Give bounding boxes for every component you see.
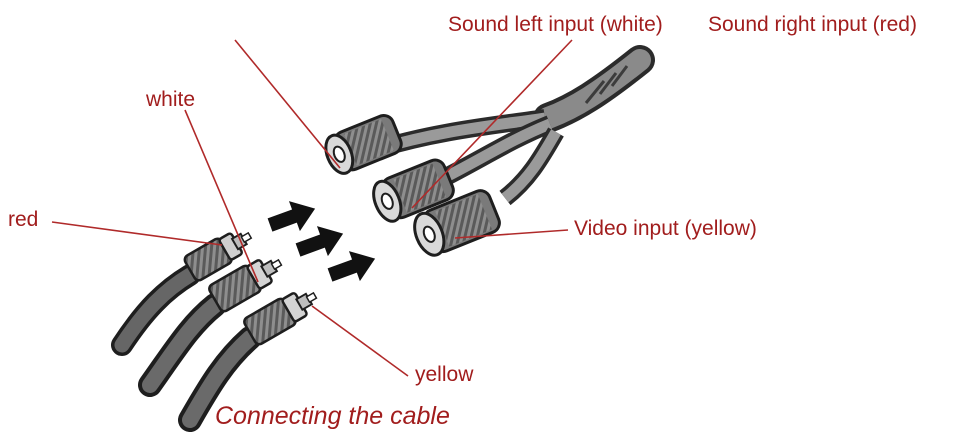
insert-arrow-top bbox=[267, 201, 316, 232]
leader-line-yellow bbox=[311, 305, 409, 377]
caption: Connecting the cable bbox=[215, 402, 450, 430]
label-white: white bbox=[146, 88, 196, 111]
jack-sound-right bbox=[372, 158, 455, 223]
leader-line-sound-right bbox=[411, 39, 573, 209]
plug-cable-white bbox=[138, 258, 283, 397]
insert-arrow-middle bbox=[295, 226, 344, 257]
jack-sound-left bbox=[324, 114, 403, 175]
leader-line-white bbox=[184, 109, 259, 283]
label-video-input: Video input (yellow) bbox=[574, 217, 757, 240]
insert-arrow-bottom bbox=[327, 251, 376, 282]
label-yellow: yellow bbox=[415, 363, 474, 386]
label-red: red bbox=[8, 208, 39, 231]
plug-cable-yellow bbox=[178, 291, 318, 432]
label-sound-right-input: Sound right input (red) bbox=[708, 13, 917, 36]
leader-line-sound-left bbox=[234, 39, 341, 169]
leader-line-red bbox=[51, 221, 223, 246]
label-sound-left-input: Sound left input (white) bbox=[448, 13, 663, 36]
receiving-cable-bundle bbox=[372, 45, 655, 206]
leader-line-video bbox=[454, 229, 569, 239]
